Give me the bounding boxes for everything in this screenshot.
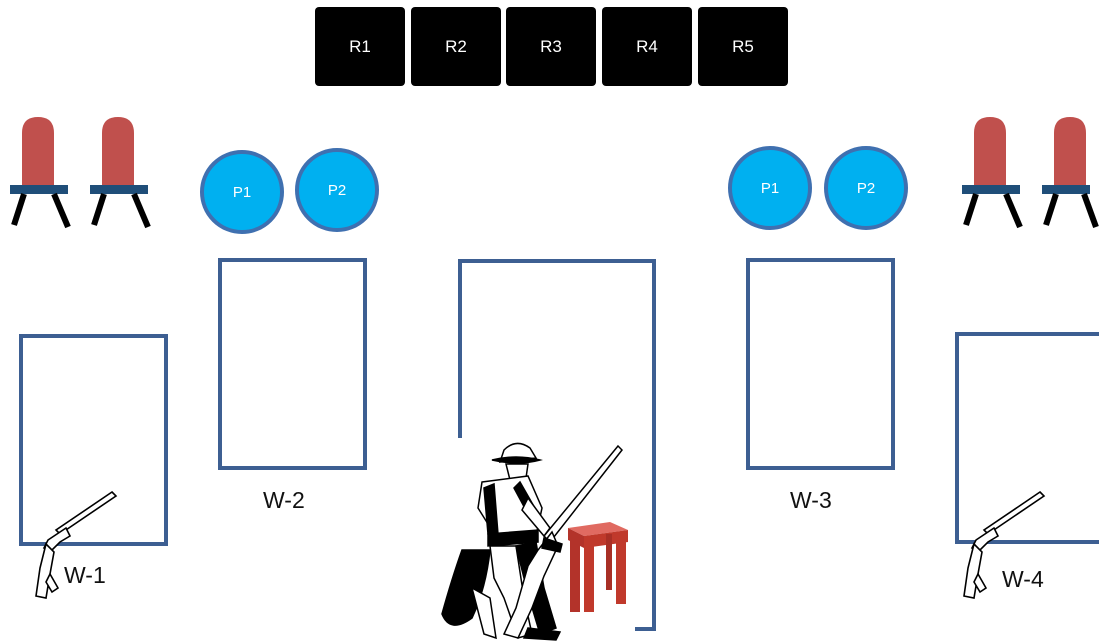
window-w3 [746,258,895,470]
label-w4: W-4 [1002,566,1044,592]
chair-icon [962,117,1023,229]
rifle-icon [963,490,1046,599]
disc-p2-right: P2 [824,146,908,230]
center-window-frame [458,259,656,631]
chair-icon [90,117,151,229]
box-r3: R3 [506,7,596,86]
rifle-icon [35,490,118,599]
chair-icon [1042,117,1099,229]
window-w2 [218,258,367,470]
chair-icon [10,117,71,229]
box-r4: R4 [602,7,692,86]
disc-p1-left: P1 [200,150,284,234]
disc-p1-right: P1 [728,146,812,230]
box-r1: R1 [315,7,405,86]
label-w1: W-1 [64,562,106,588]
label-w3: W-3 [790,487,832,513]
gunman-figure-icon [441,442,623,641]
table-icon [568,522,628,612]
box-r2: R2 [411,7,501,86]
window-w4 [955,332,1099,544]
disc-p2-left: P2 [295,148,379,232]
window-w1 [19,334,168,546]
box-r5: R5 [698,7,788,86]
label-w2: W-2 [263,487,305,513]
